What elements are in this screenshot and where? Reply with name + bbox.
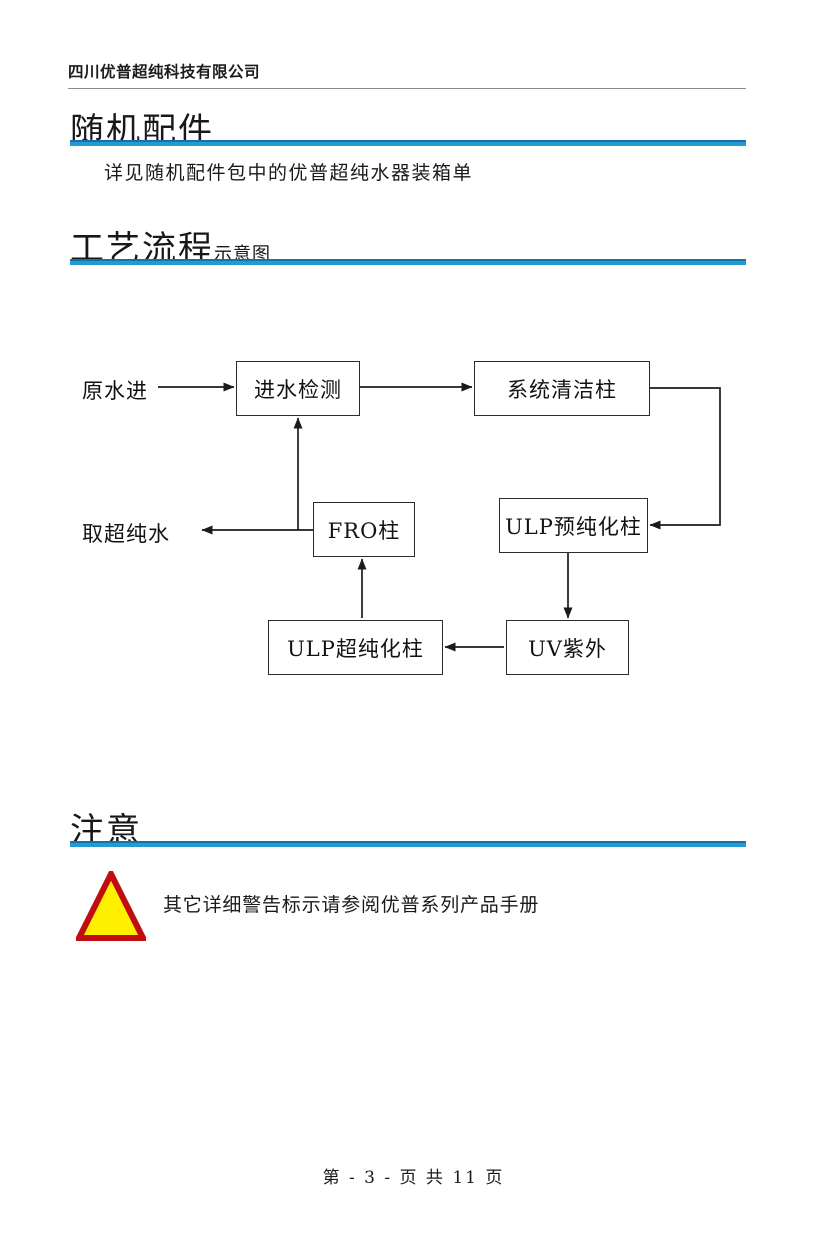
page-footer: 第 - 3 - 页 共 11 页 — [322, 1168, 505, 1188]
section-rule-accessories — [70, 140, 746, 146]
flow-label-source: 原水进 — [82, 379, 148, 403]
warning-text: 其它详细警告标示请参阅优普系列产品手册 — [163, 894, 540, 916]
flow-node-fro[interactable]: FRO柱 — [313, 502, 415, 557]
document-header: 四川优普超纯科技有限公司 — [68, 62, 746, 90]
edge-clean-to-ulppre — [649, 387, 721, 530]
flow-label-outlet: 取超纯水 — [82, 522, 170, 546]
flow-node-system-clean[interactable]: 系统清洁柱 — [474, 361, 650, 416]
flow-node-ulp-ultra[interactable]: ULP超纯化柱 — [268, 620, 443, 675]
flow-node-inlet-test[interactable]: 进水检测 — [236, 361, 360, 416]
flow-node-uv[interactable]: UV紫外 — [506, 620, 629, 675]
header-company-name: 四川优普超纯科技有限公司 — [68, 63, 261, 81]
section-rule-process — [70, 259, 746, 265]
section-rule-notice — [70, 841, 746, 847]
section-body-accessories: 详见随机配件包中的优普超纯水器装箱单 — [104, 162, 474, 184]
warning-triangle-icon — [76, 871, 146, 941]
flow-node-ulp-pre[interactable]: ULP预纯化柱 — [499, 498, 648, 553]
header-divider — [68, 88, 746, 89]
